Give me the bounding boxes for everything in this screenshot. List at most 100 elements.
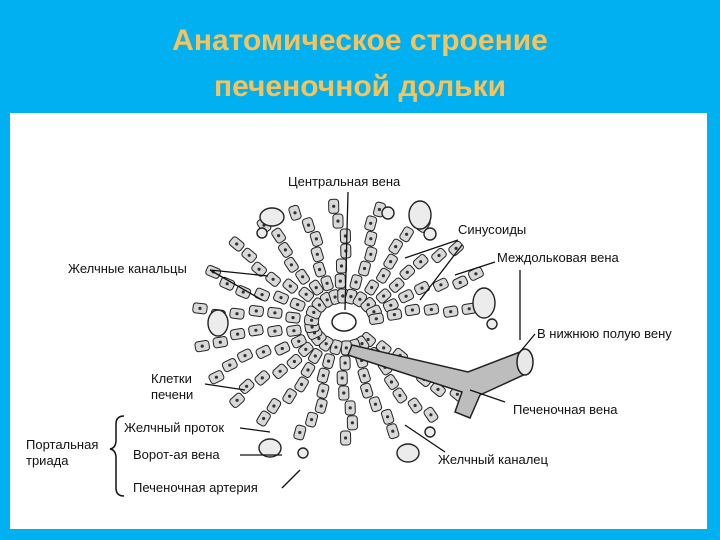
cell-nucleus (429, 307, 433, 312)
label-sinusoids: Синусоиды (458, 222, 526, 237)
label-portal-triad-1: Портальная (26, 437, 98, 452)
cell-nucleus (413, 403, 417, 408)
portal-vessel (258, 438, 282, 458)
portal-vessel (396, 443, 420, 463)
cell-nucleus (369, 252, 373, 256)
cell-nucleus (298, 430, 302, 435)
cell-nucleus (292, 359, 296, 364)
cell-nucleus (369, 221, 373, 225)
cell-nucleus (392, 313, 396, 317)
portal-vessel (424, 426, 436, 438)
cell-nucleus (228, 363, 232, 367)
cell-nucleus (348, 406, 352, 410)
cell-nucleus (317, 336, 321, 341)
hepatic-cord (194, 320, 320, 353)
hepatic-cord (360, 240, 464, 313)
cell-nucleus (313, 354, 317, 358)
portal-vessel (423, 227, 437, 241)
cell-nucleus (278, 369, 282, 373)
cell-nucleus (289, 263, 293, 267)
cell-nucleus (254, 328, 258, 332)
cell-nucleus (340, 376, 344, 380)
cell-nucleus (339, 264, 344, 268)
cell-nucleus (474, 272, 478, 276)
hepatic-cord (365, 266, 484, 319)
label-liver-cells-2: печени (151, 387, 193, 402)
cell-nucleus (389, 380, 394, 384)
cell-nucleus (365, 389, 369, 393)
label-bile-duct: Желчный проток (124, 420, 224, 435)
cell-nucleus (273, 311, 277, 315)
hepatic-cord (228, 236, 328, 313)
cell-nucleus (291, 316, 295, 320)
cell-nucleus (449, 310, 453, 314)
cell-nucleus (277, 234, 281, 238)
cell-nucleus (317, 303, 321, 307)
cell-nucleus (324, 342, 328, 346)
cell-nucleus (366, 337, 370, 342)
diagram-labels: Центральная вена Синусоиды Междольковая … (26, 174, 672, 495)
cell-nucleus (455, 392, 459, 396)
cell-nucleus (391, 429, 395, 433)
cell-nucleus (312, 310, 316, 314)
cell-nucleus (382, 294, 386, 298)
cell-nucleus (218, 340, 222, 344)
cell-nucleus (260, 293, 264, 297)
cell-nucleus (372, 310, 376, 314)
cell-nucleus (419, 260, 423, 264)
cell-nucleus (254, 309, 258, 313)
label-central-vein: Центральная вена (288, 174, 401, 189)
cell-nucleus (374, 317, 378, 321)
hepatic-cord (288, 204, 342, 305)
portal-vessel (259, 207, 285, 227)
label-bile-canal: Желчный каналец (438, 452, 549, 467)
cell-nucleus (332, 204, 336, 208)
cell-nucleus (261, 350, 266, 354)
cell-nucleus (321, 389, 325, 393)
cell-nucleus (257, 267, 261, 271)
cell-nucleus (310, 325, 314, 329)
cell-nucleus (300, 382, 304, 386)
cell-nucleus (271, 277, 275, 281)
cell-nucleus (354, 280, 358, 284)
cell-nucleus (310, 318, 314, 322)
cell-nucleus (343, 361, 347, 365)
cell-nucleus (350, 421, 354, 425)
label-bile-canaliculi: Желчные канальцы (68, 261, 187, 276)
cell-nucleus (458, 280, 462, 285)
central-vein (331, 312, 357, 332)
cell-nucleus (314, 286, 318, 290)
cell-nucleus (410, 308, 414, 312)
cell-nucleus (319, 404, 323, 408)
cell-nucleus (373, 402, 378, 406)
label-portal-triad-2: триада (26, 453, 69, 468)
cell-nucleus (342, 391, 346, 395)
portal-vessel (297, 447, 309, 459)
cell-nucleus (362, 374, 366, 378)
cell-nucleus (327, 359, 331, 363)
title-line-1: Анатомическое строение (172, 24, 548, 57)
portal-vessel (207, 309, 229, 337)
cell-nucleus (235, 242, 239, 246)
hepatic-cord (348, 338, 400, 440)
cell-nucleus (273, 329, 277, 333)
cell-nucleus (325, 298, 329, 302)
label-liver-cells-1: Клетки (151, 371, 192, 386)
cell-nucleus (338, 279, 342, 283)
cell-nucleus (377, 207, 381, 212)
cell-nucleus (437, 253, 441, 258)
label-hepatic-vein: Печеночная вена (513, 402, 618, 417)
cell-nucleus (301, 275, 305, 279)
cell-nucleus (360, 342, 364, 346)
cell-nucleus (381, 274, 385, 278)
cell-nucleus (382, 346, 386, 350)
portal-vessel (472, 287, 496, 319)
cell-nucleus (279, 296, 283, 300)
hepatic-cord (205, 264, 322, 320)
cell-nucleus (318, 267, 322, 272)
title-line-2: печеночной дольки (213, 70, 507, 103)
cell-nucleus (198, 306, 202, 310)
cell-nucleus (296, 303, 300, 307)
cell-nucleus (439, 283, 443, 287)
